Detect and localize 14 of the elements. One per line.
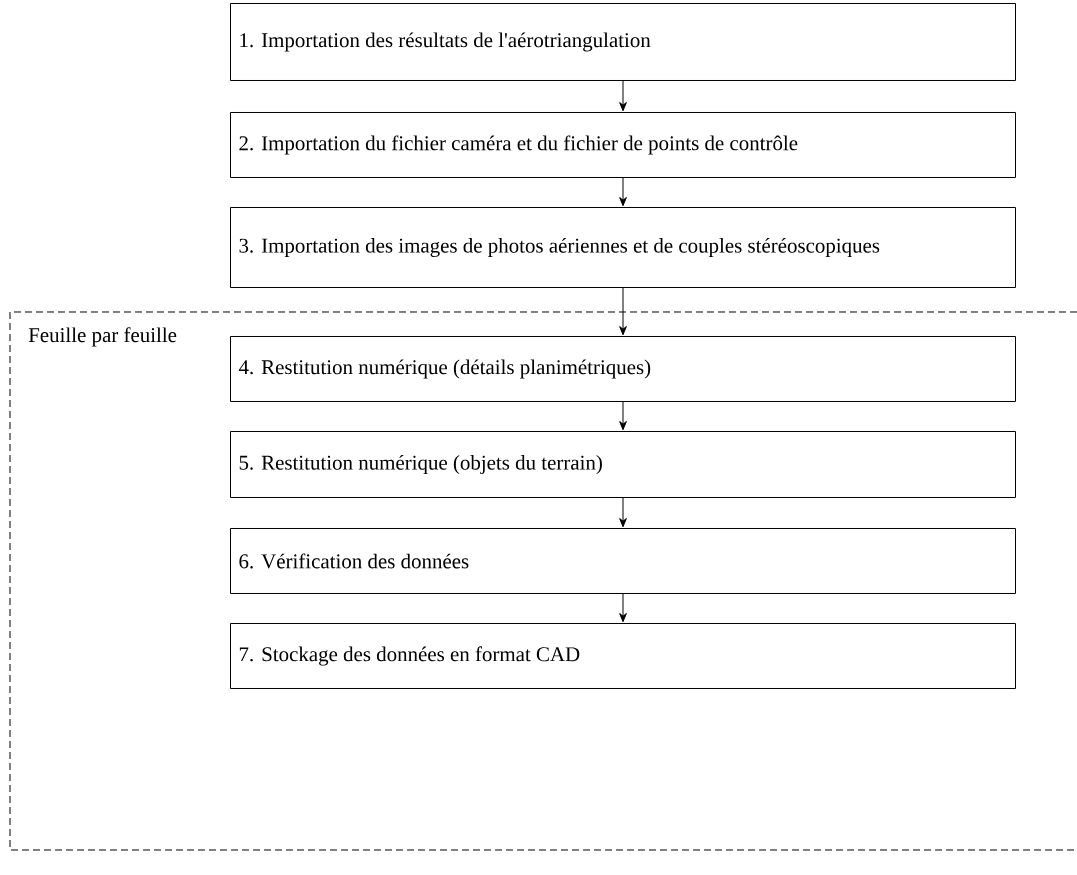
group-label: Feuille par feuille — [28, 327, 177, 347]
arrow — [619, 287, 627, 336]
arrow — [619, 593, 627, 623]
process-box: 1. Importation des résultats de l'aérotriangulation — [230, 3, 1016, 81]
process-box: 6. Vérification des données — [230, 528, 1016, 594]
arrow — [619, 497, 627, 528]
process-box: 7. Stockage des données en format CAD — [230, 623, 1016, 689]
process-box: 4. Restitution numérique (détails planimétriques) — [230, 336, 1016, 402]
arrow — [619, 401, 627, 431]
arrow — [619, 177, 627, 207]
process-box: 5. Restitution numérique (objets du terrain) — [230, 431, 1016, 498]
process-box: 2. Importation du fichier caméra et du fichier de points de contrôle — [230, 112, 1016, 178]
arrow — [619, 80, 627, 112]
process-box: 3. Importation des images de photos aériennes et de couples stéréoscopiques — [230, 207, 1016, 288]
